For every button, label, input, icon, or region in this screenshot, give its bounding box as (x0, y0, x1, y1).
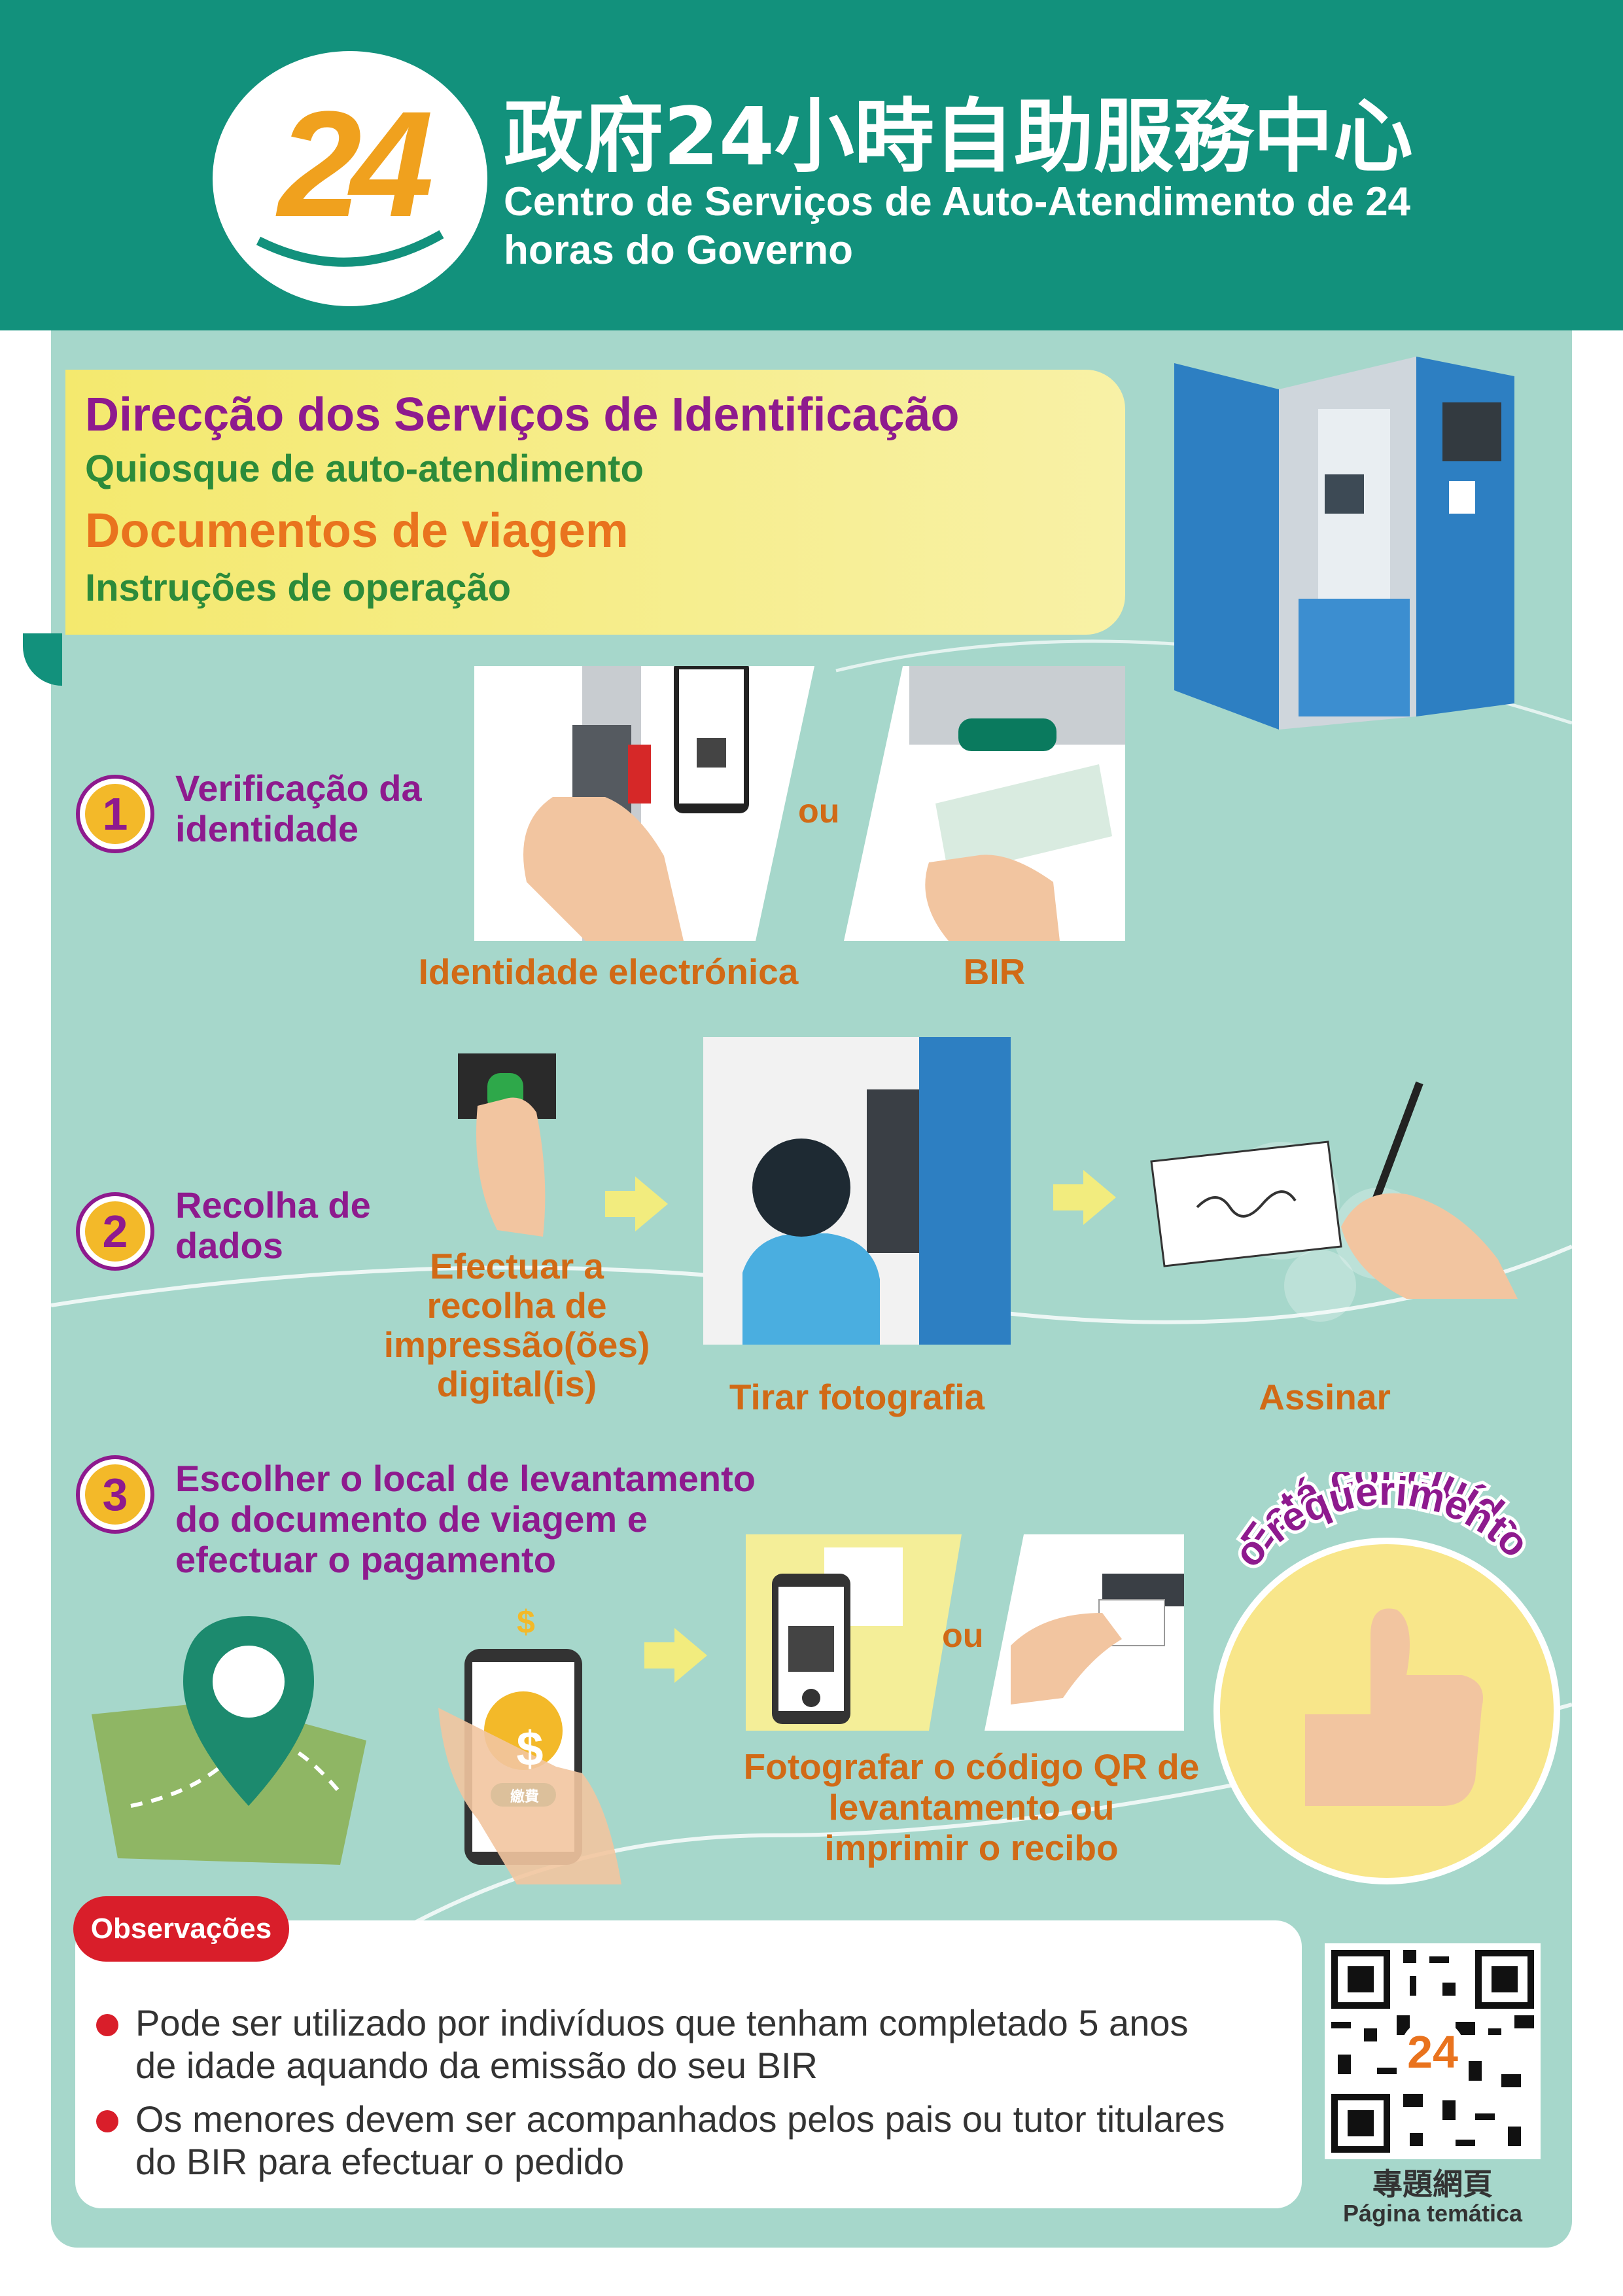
step-2-fingerprint-line1: Efectuar a (430, 1246, 604, 1286)
notes-tab: Observações (73, 1896, 289, 1962)
arrow-right-icon (1053, 1170, 1119, 1225)
logo-24: 24 (213, 51, 487, 306)
bullet-icon (96, 2014, 118, 2036)
step-1-or: ou (798, 792, 840, 830)
print-receipt-illustration (985, 1534, 1184, 1731)
step-2-fingerprint-line4: digital(is) (436, 1364, 597, 1404)
map-pin-illustration (92, 1616, 366, 1865)
dollar-icon: $ (517, 1604, 535, 1640)
step-3-label-line1: Escolher o local de levantamento (175, 1458, 756, 1499)
qr-code-icon[interactable]: 24 (1325, 1943, 1541, 2159)
arrow-right-icon (605, 1176, 671, 1231)
mobile-payment-illustration (438, 1649, 621, 1884)
title-instructions: Instruções de operação (85, 567, 512, 609)
step-2-fingerprint-line2: recolha de (427, 1285, 607, 1326)
step-3-label-line3: efectuar o pagamento (175, 1539, 556, 1580)
qr-logo-text: 24 (1407, 2026, 1458, 2077)
logo-swoosh-icon (256, 230, 444, 267)
qr-label-zh: 專題網頁 (1372, 2166, 1493, 2202)
step-3-label-line2: do documento de viagem e (175, 1498, 648, 1540)
logo-number: 24 (278, 80, 434, 248)
title-kiosk: Quiosque de auto-atendimento (85, 448, 644, 490)
step-2-sign: Assinar (1259, 1377, 1391, 1417)
step-1-option-eid: Identidade electrónica (418, 951, 799, 992)
note-2-line1: Os menores devem ser acompanhados pelos … (135, 2098, 1225, 2140)
step-1-label-line2: identidade (175, 808, 359, 849)
note-1-line2: de idade aquando da emissão do seu BIR (135, 2045, 818, 2086)
step-2-badge: 2 (80, 1196, 150, 1267)
title-documents: Documentos de viagem (85, 503, 629, 557)
pay-button-text: 繳費 (510, 1789, 539, 1805)
step-1-badge: 1 (80, 779, 150, 849)
eid-phone-illustration (474, 666, 814, 941)
thumbs-up-icon (1305, 1608, 1483, 1806)
qr-photo-illustration (746, 1534, 962, 1731)
step-2-fingerprint-line3: impressão(ões) (383, 1324, 650, 1365)
bir-card-illustration (844, 666, 1125, 941)
step-2-label-line1: Recolha de (175, 1184, 371, 1226)
signature-illustration (1150, 1081, 1518, 1299)
step-3-result-line1: Fotografar o código QR de (743, 1746, 1200, 1787)
step-2-label-line2: dados (175, 1225, 283, 1266)
step-3-badge: 3 (80, 1459, 150, 1530)
title-box: Direcção dos Serviços de Identificação Q… (65, 370, 1125, 635)
step-3-or: ou (942, 1617, 984, 1655)
qr-label-pt: Página temática (1342, 2200, 1523, 2227)
step-1-option-bir: BIR (963, 951, 1026, 992)
step-3-result-line2: levantamento ou (828, 1787, 1115, 1828)
done-badge (1213, 1538, 1560, 1884)
kiosk-illustration (1174, 357, 1514, 730)
notes-box: Pode ser utilizado por indivíduos que te… (75, 1920, 1302, 2208)
photo-booth-illustration (703, 1037, 1011, 1345)
note-2-line2: do BIR para efectuar o pedido (135, 2141, 625, 2182)
note-1-line1: Pode ser utilizado por indivíduos que te… (135, 2002, 1189, 2043)
step-2-photo: Tirar fotografia (729, 1377, 985, 1417)
panel-corner-accent (23, 633, 62, 686)
done-curved-text: Está concluído o requerimento (1223, 1472, 1541, 1579)
header-title-pt: Centro de Serviços de Auto-Atendimento d… (504, 179, 1411, 273)
step-3-result-line3: imprimir o recibo (824, 1828, 1119, 1868)
header-title-zh: 政府24小時自助服務中心 (504, 90, 1413, 183)
title-agency: Direcção dos Serviços de Identificação (85, 389, 960, 441)
coin-dollar-icon: $ (516, 1722, 544, 1776)
step-1-label-line1: Verificação da (175, 768, 422, 809)
fingerprint-illustration (458, 1053, 556, 1237)
bullet-icon (96, 2110, 118, 2132)
arrow-right-icon (644, 1628, 710, 1683)
